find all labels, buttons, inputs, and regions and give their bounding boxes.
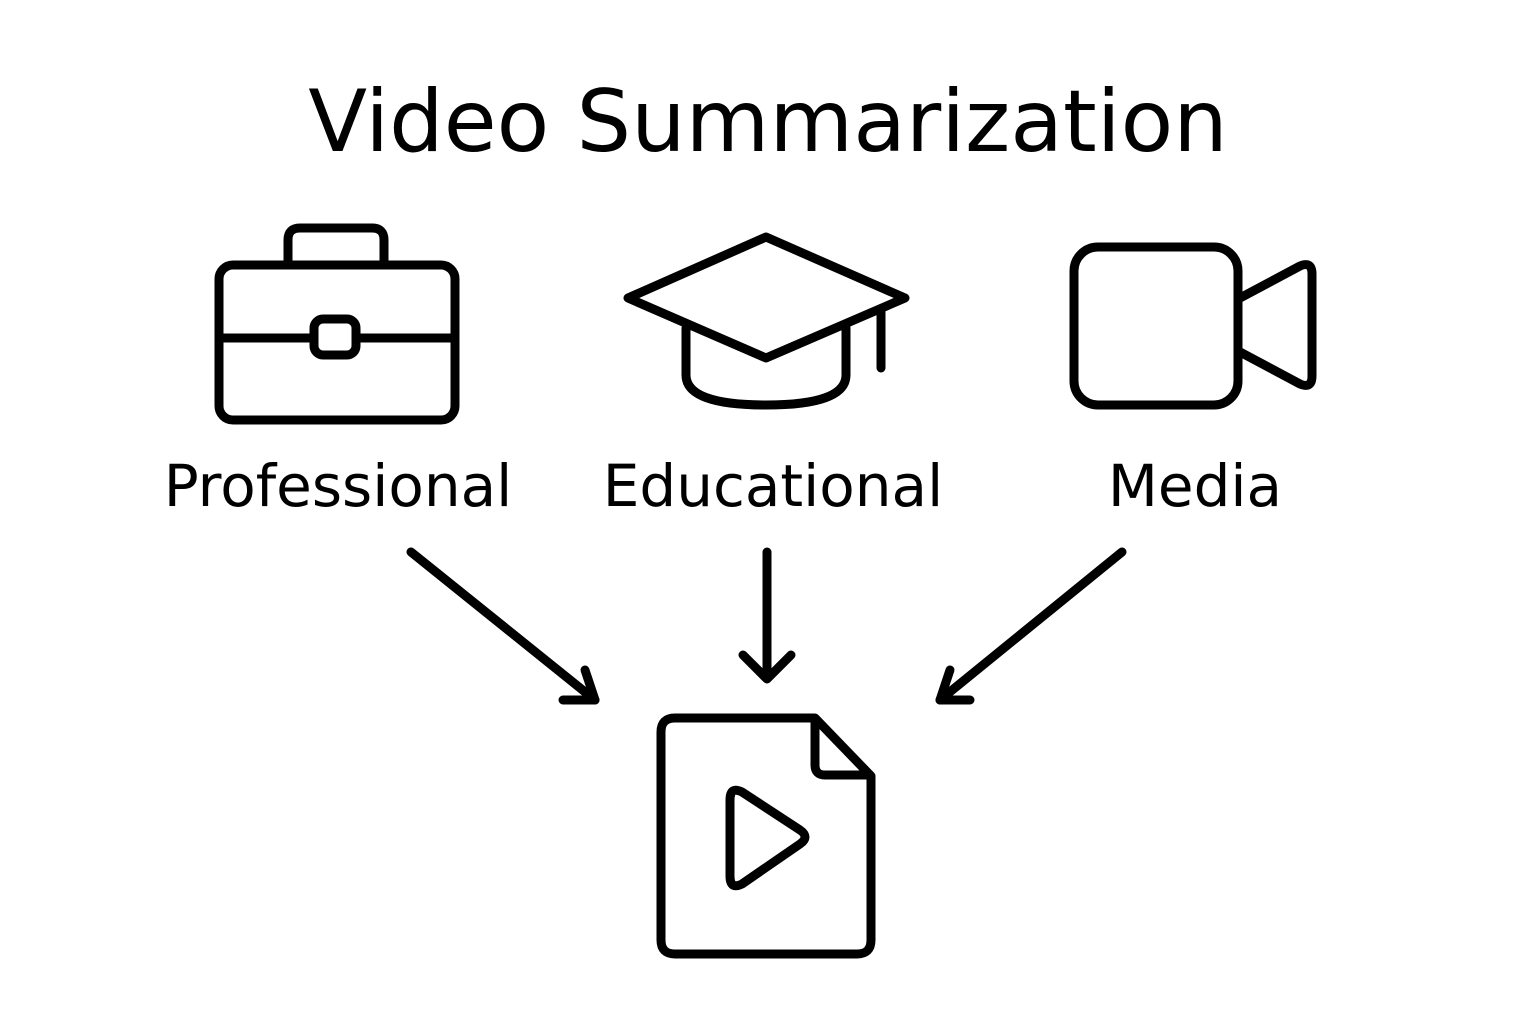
arrow-professional — [406, 547, 600, 705]
label-educational: Educational — [602, 452, 944, 520]
play-icon — [725, 785, 810, 891]
label-professional: Professional — [163, 452, 513, 520]
arrow-educational — [738, 547, 796, 684]
arrow-media — [935, 547, 1127, 705]
graduation-cap-icon — [623, 232, 910, 410]
video-file-icon — [656, 713, 876, 959]
diagram-title: Video Summarization — [308, 72, 1228, 172]
briefcase-icon — [214, 223, 460, 425]
label-media: Media — [1107, 452, 1283, 520]
video-camera-icon — [1069, 242, 1317, 410]
